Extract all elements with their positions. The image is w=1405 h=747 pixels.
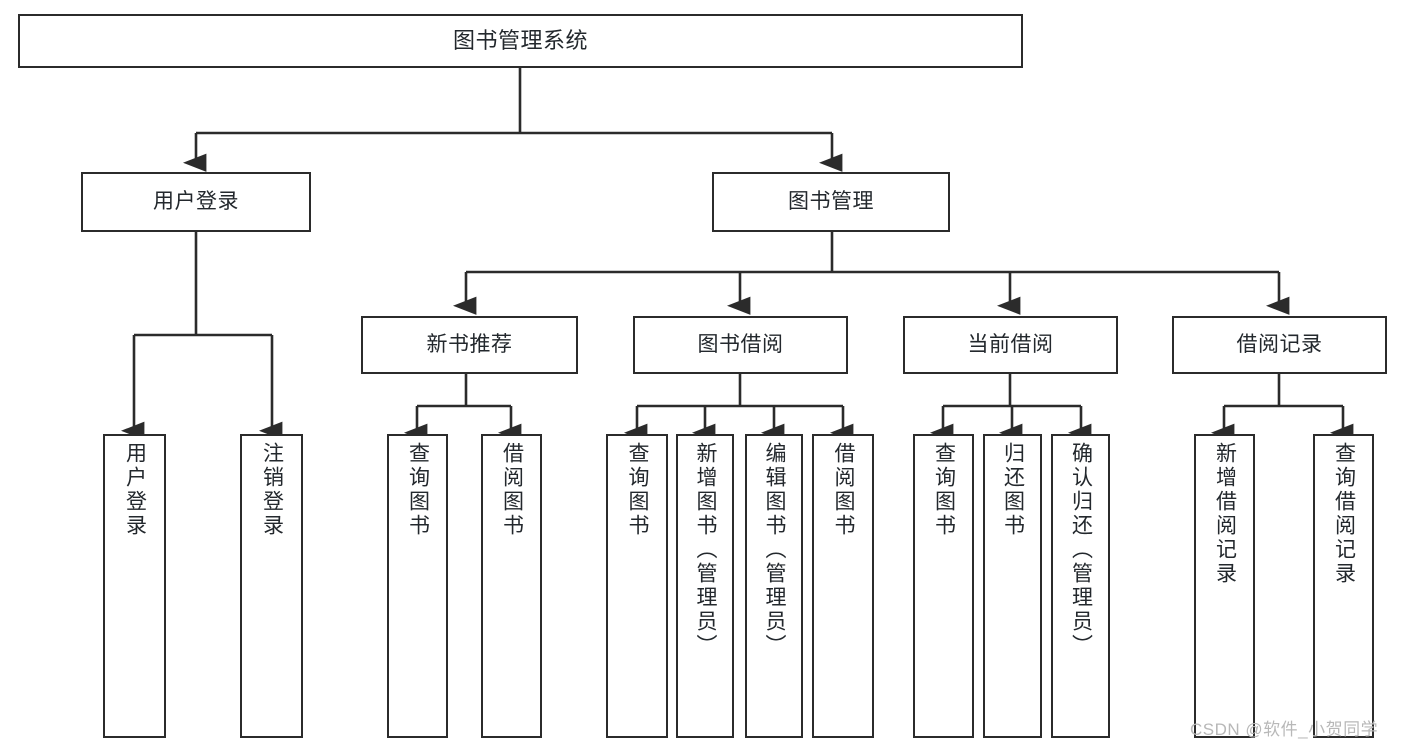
node-label: 借阅图书: [500, 442, 524, 538]
node-root[interactable]: 图书管理系统: [18, 14, 1023, 68]
node-label: 新增图书（管理员）: [694, 442, 718, 658]
node-label: 查询图书: [626, 442, 650, 538]
leaf-query-books-new[interactable]: 查询图书: [387, 434, 448, 738]
node-label: 查询借阅记录: [1332, 442, 1356, 586]
node-new-book-recommend[interactable]: 新书推荐: [361, 316, 578, 374]
leaf-borrow-books-new[interactable]: 借阅图书: [481, 434, 542, 738]
leaf-query-books-current[interactable]: 查询图书: [913, 434, 974, 738]
node-label: 用户登录: [153, 189, 239, 213]
node-label: 借阅记录: [1236, 332, 1323, 356]
node-label: 新增借阅记录: [1213, 442, 1237, 586]
leaf-logout[interactable]: 注销登录: [240, 434, 303, 738]
leaf-return-book[interactable]: 归还图书: [983, 434, 1042, 738]
node-user-login[interactable]: 用户登录: [81, 172, 311, 232]
node-label: 当前借阅: [967, 332, 1054, 356]
node-label: 注销登录: [260, 442, 284, 538]
leaf-query-borrow-record[interactable]: 查询借阅记录: [1313, 434, 1374, 738]
node-label: 确认归还（管理员）: [1069, 442, 1093, 658]
node-label: 查询图书: [406, 442, 430, 538]
node-label: 图书管理: [788, 189, 874, 213]
node-book-management[interactable]: 图书管理: [712, 172, 950, 232]
csdn-watermark: CSDN @软件_小贺同学: [1190, 720, 1379, 739]
node-label: 图书借阅: [697, 332, 784, 356]
node-label: 归还图书: [1001, 442, 1025, 538]
node-label: 新书推荐: [426, 332, 513, 356]
node-label: 用户登录: [123, 442, 147, 538]
node-book-borrow[interactable]: 图书借阅: [633, 316, 848, 374]
leaf-borrow-book[interactable]: 借阅图书: [812, 434, 874, 738]
node-label: 借阅图书: [832, 442, 856, 538]
leaf-add-borrow-record[interactable]: 新增借阅记录: [1194, 434, 1255, 738]
leaf-edit-book-admin[interactable]: 编辑图书（管理员）: [745, 434, 803, 738]
node-label: 图书管理系统: [452, 28, 588, 54]
node-label: 查询图书: [932, 442, 956, 538]
leaf-query-books-borrow[interactable]: 查询图书: [606, 434, 668, 738]
leaf-confirm-return-admin[interactable]: 确认归还（管理员）: [1051, 434, 1110, 738]
leaf-user-login[interactable]: 用户登录: [103, 434, 166, 738]
node-label: 编辑图书（管理员）: [763, 442, 787, 658]
node-current-borrow[interactable]: 当前借阅: [903, 316, 1118, 374]
node-borrow-records[interactable]: 借阅记录: [1172, 316, 1387, 374]
leaf-add-book-admin[interactable]: 新增图书（管理员）: [676, 434, 734, 738]
